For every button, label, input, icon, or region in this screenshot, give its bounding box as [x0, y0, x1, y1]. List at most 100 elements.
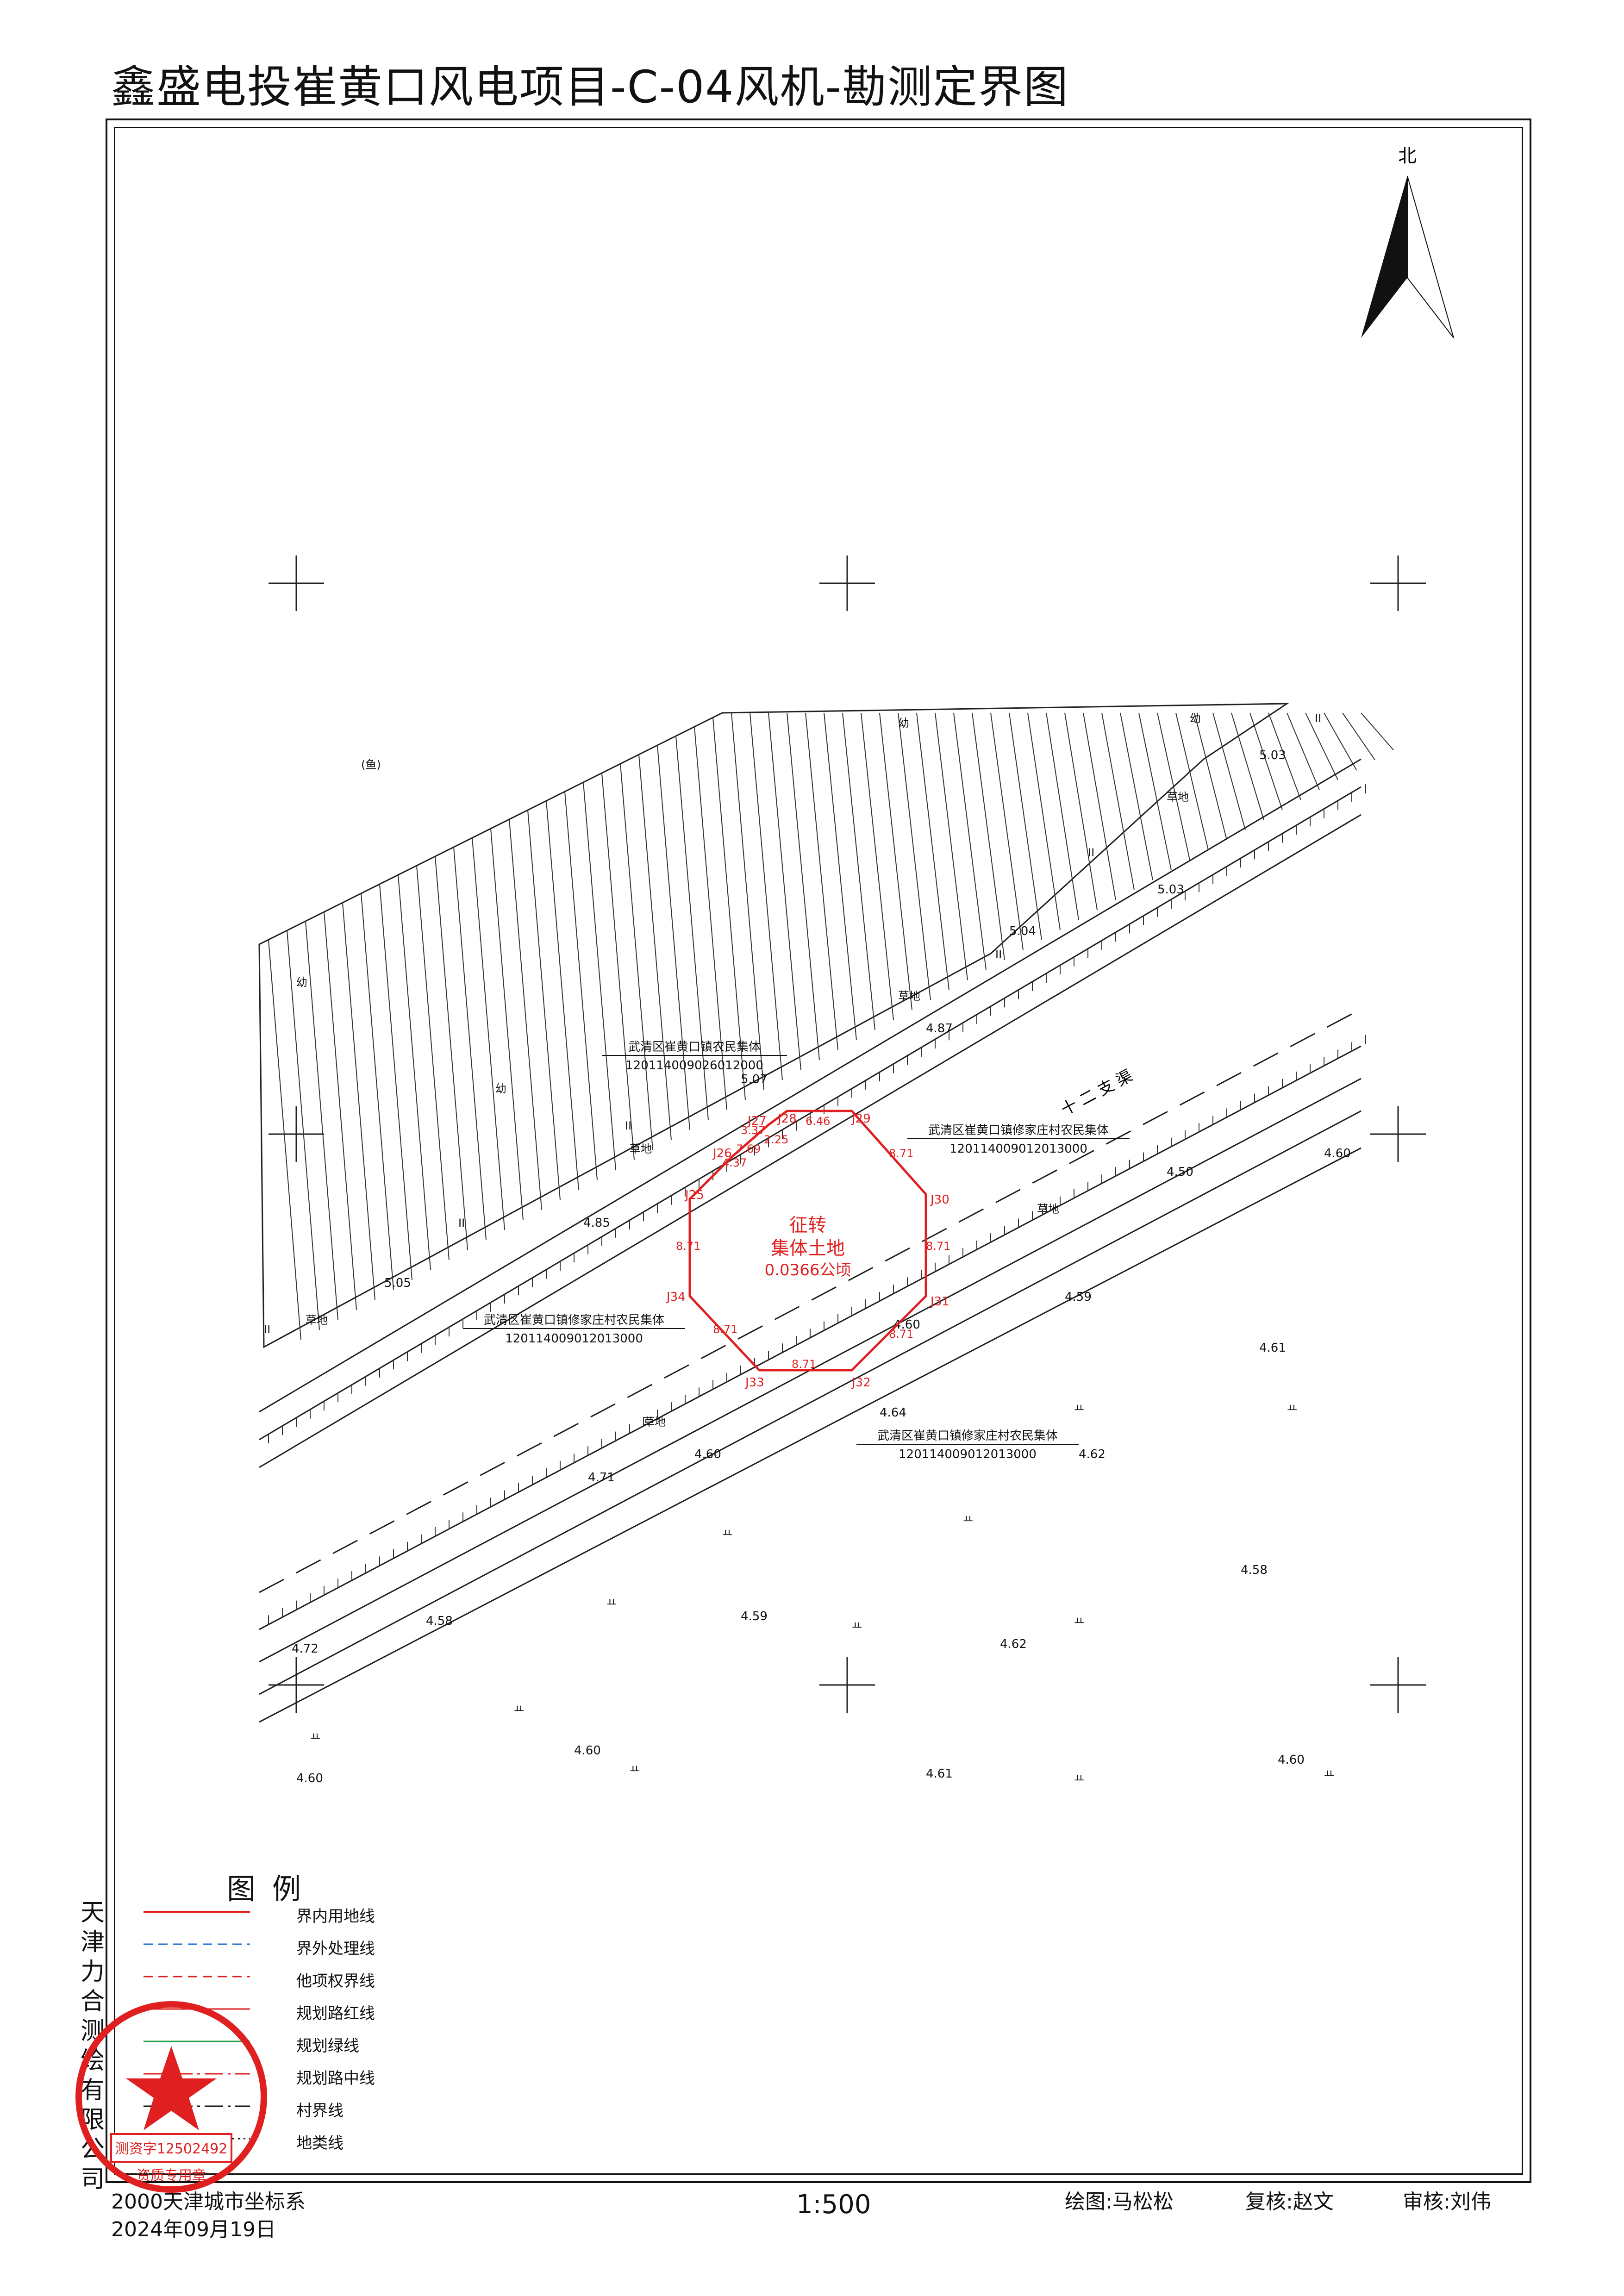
hatch-line — [342, 902, 375, 1300]
hatch-line — [1194, 712, 1227, 840]
company-seal: 测资字12502492 资质专用章 — [75, 2001, 267, 2193]
hatch-line — [527, 810, 561, 1200]
owner-code: 120114009012013000 — [505, 1332, 643, 1346]
edge-length-labels: 6.46 8.71 8.71 8.71 8.71 8.71 8.71 2.25 … — [676, 1115, 950, 1371]
svg-text:II: II — [995, 948, 1002, 961]
svg-text:4.58: 4.58 — [426, 1614, 453, 1628]
map-scale: 1:500 — [796, 2190, 871, 2220]
svg-text:4.87: 4.87 — [926, 1022, 953, 1036]
svg-text:ㅛ: ㅛ — [852, 1619, 862, 1632]
reviewed-by: 复核:赵文 — [1245, 2190, 1334, 2214]
svg-text:J28: J28 — [777, 1112, 797, 1126]
hatch-line — [1175, 712, 1209, 850]
north-arrow-shape — [1361, 176, 1407, 338]
svg-text:3.37: 3.37 — [741, 1124, 765, 1137]
svg-text:J27: J27 — [747, 1114, 767, 1128]
hatch-line — [398, 874, 431, 1270]
road-lines — [259, 758, 1362, 1723]
svg-text:资质专用章: 资质专用章 — [137, 2168, 206, 2184]
svg-text:幼: 幼 — [296, 976, 307, 989]
owner-name: 武清区崔黄口镇农民集体 — [628, 1040, 761, 1054]
hatch-line — [1009, 712, 1042, 940]
owner-labels: 武清区崔黄口镇农民集体 120114009026012000 武清区崔黄口镇修家… — [463, 1040, 1130, 1461]
svg-text:5.04: 5.04 — [1009, 924, 1036, 938]
svg-text:6.46: 6.46 — [806, 1115, 830, 1128]
svg-text:ㅛ: ㅛ — [1074, 1772, 1084, 1785]
svg-text:4.60: 4.60 — [1278, 1753, 1305, 1767]
svg-text:0.0366公顷: 0.0366公顷 — [765, 1261, 851, 1279]
hatch-line — [583, 782, 616, 1170]
svg-text:2.25: 2.25 — [764, 1133, 788, 1146]
svg-text:II: II — [458, 1217, 465, 1229]
owner-name: 武清区崔黄口镇修家庄村农民集体 — [877, 1429, 1058, 1443]
hatch-line — [842, 712, 875, 1030]
hatch-line — [1287, 712, 1320, 790]
svg-text:4.59: 4.59 — [1065, 1290, 1092, 1304]
legend-item: 界外处理线 — [296, 1940, 375, 1958]
hatch-line — [638, 754, 672, 1140]
svg-text:幼: 幼 — [898, 717, 909, 730]
hatch-line — [472, 837, 505, 1230]
hatch-line — [305, 921, 338, 1320]
svg-text:幼: 幼 — [1190, 712, 1201, 725]
svg-text:4.85: 4.85 — [583, 1216, 610, 1230]
hatch-line — [1064, 712, 1098, 910]
hatch-line — [1212, 712, 1246, 830]
svg-text:5.05: 5.05 — [384, 1276, 411, 1290]
hatch-lines — [268, 712, 1394, 1340]
svg-text:5.03: 5.03 — [1259, 749, 1286, 762]
hatch-line — [1324, 712, 1357, 770]
svg-text:4.71: 4.71 — [588, 1471, 615, 1485]
svg-text:ㅛ: ㅛ — [630, 1763, 640, 1776]
legend-item: 地类线 — [296, 2134, 344, 2152]
svg-text:草地: 草地 — [1167, 791, 1189, 804]
hatch-line — [509, 819, 542, 1210]
svg-text:ㅛ: ㅛ — [514, 1703, 524, 1716]
hatch-line — [861, 712, 894, 1020]
svg-text:4.60: 4.60 — [694, 1447, 721, 1461]
hatch-line — [1249, 712, 1283, 811]
grid-crosses — [269, 555, 1426, 1713]
svg-text:ㅛ: ㅛ — [1074, 1615, 1084, 1628]
svg-text:ㅛ: ㅛ — [606, 1596, 617, 1609]
hatch-line — [694, 726, 727, 1110]
svg-text:J33: J33 — [744, 1376, 764, 1390]
hatch-line — [1138, 712, 1172, 870]
svg-text:4.61: 4.61 — [926, 1767, 953, 1781]
hatch-line — [1046, 712, 1079, 920]
hatch-line — [416, 865, 450, 1260]
hatch-line — [490, 828, 524, 1220]
hatch-line — [879, 712, 912, 1010]
svg-text:4.60: 4.60 — [1324, 1147, 1351, 1160]
hatch-line — [1268, 712, 1301, 800]
svg-text:5.07: 5.07 — [741, 1073, 768, 1086]
svg-text:4.61: 4.61 — [1259, 1341, 1286, 1355]
parcel-boundary: J25 J26 J27 J28 J29 J30 J31 J32 J33 J34 … — [666, 1110, 950, 1390]
hatched-area-outline — [258, 703, 1290, 1348]
hatch-line — [324, 911, 357, 1310]
hatch-line — [990, 712, 1024, 950]
hatch-line — [768, 712, 801, 1070]
survey-date: 2024年09月19日 — [111, 2218, 276, 2241]
hatch-line — [1361, 712, 1394, 750]
svg-text:J25: J25 — [684, 1188, 704, 1202]
svg-text:征转: 征转 — [789, 1215, 826, 1236]
hatch-line — [824, 712, 857, 1040]
legend-item: 规划路中线 — [296, 2069, 375, 2088]
hatch-line — [898, 712, 931, 1000]
svg-text:J29: J29 — [851, 1112, 871, 1126]
hatch-line — [1157, 712, 1190, 861]
hatch-line — [657, 745, 690, 1130]
owner-name: 武清区崔黄口镇修家庄村农民集体 — [928, 1123, 1109, 1137]
requisition-boundary — [688, 1110, 927, 1372]
north-arrow: 北 — [1361, 145, 1454, 338]
svg-text:II: II — [264, 1323, 270, 1336]
map-frame-inner — [114, 127, 1523, 2175]
svg-text:草地: 草地 — [898, 990, 920, 1003]
svg-text:J26: J26 — [712, 1147, 732, 1160]
approved-by: 审核:刘伟 — [1403, 2190, 1491, 2214]
svg-text:测资字12502492: 测资字12502492 — [115, 2141, 228, 2157]
owner-code: 120114009026012000 — [625, 1059, 763, 1073]
svg-text:8.71: 8.71 — [676, 1240, 700, 1253]
